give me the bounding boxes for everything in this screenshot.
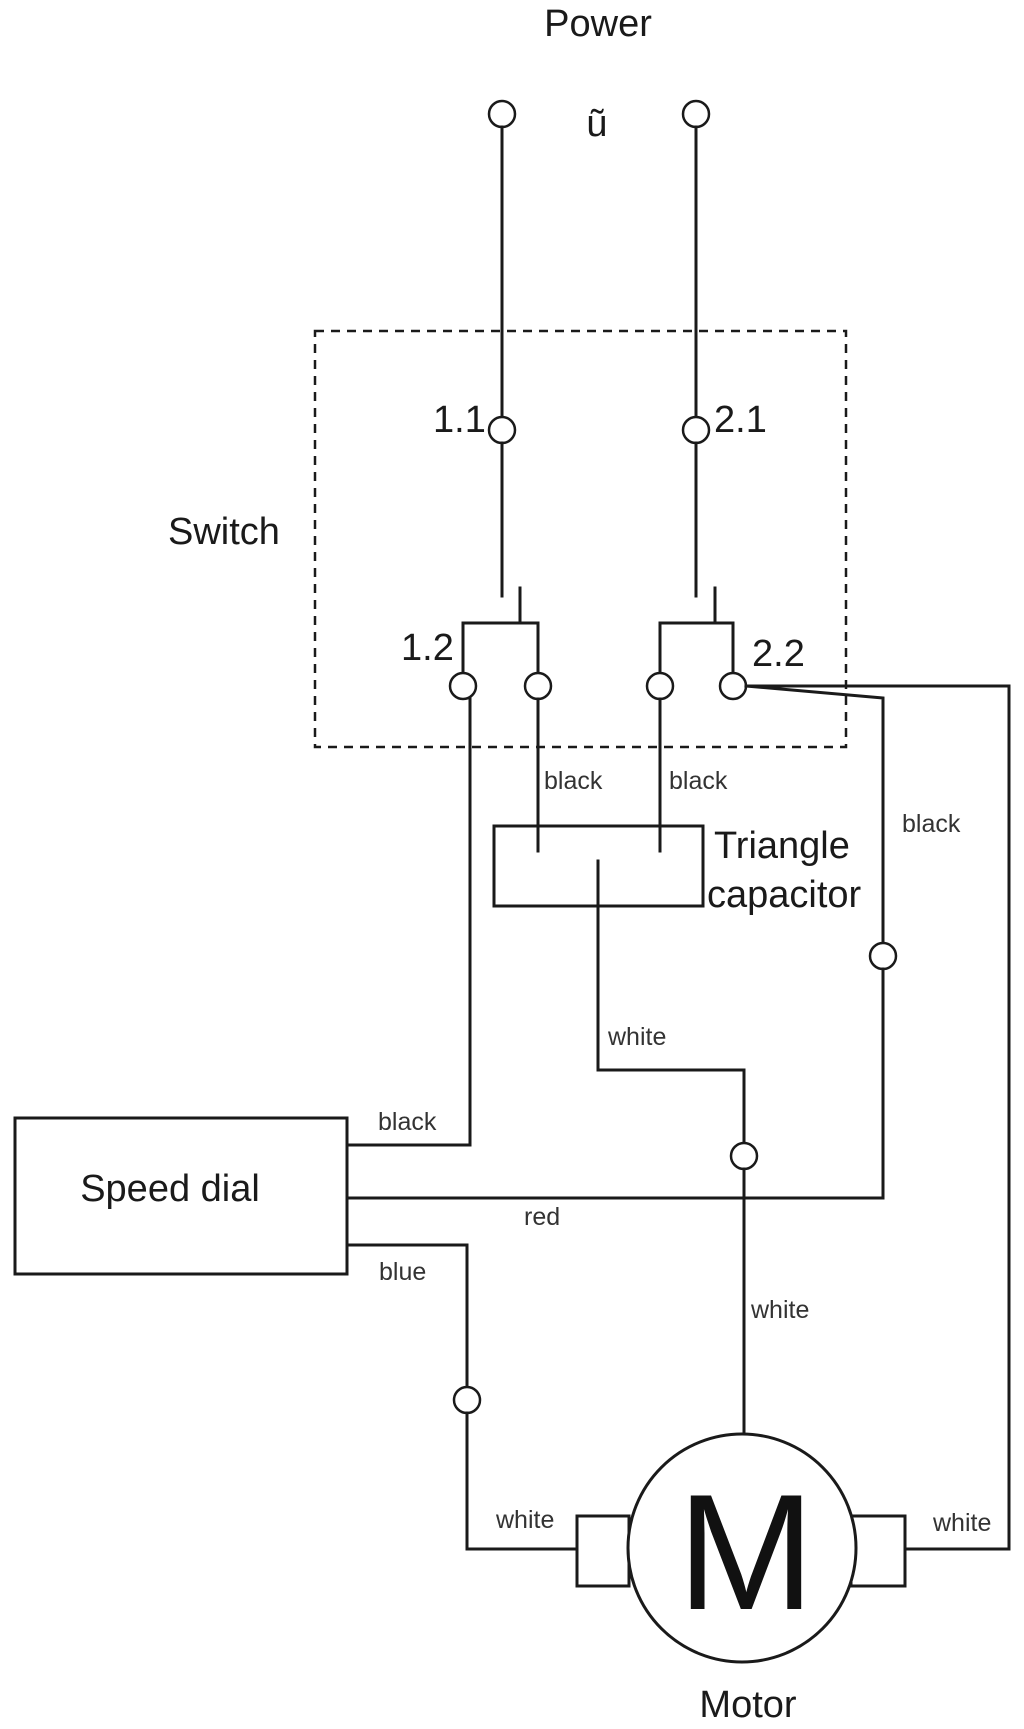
wire-label-dial-blue: blue	[379, 1258, 426, 1286]
terminal-2-3	[645, 671, 675, 701]
terminal-2-2	[718, 671, 748, 701]
wire-red	[345, 967, 885, 1200]
terminal-1-1-label: 1.1	[433, 399, 486, 441]
terminal-1-2-label: 1.2	[401, 627, 454, 669]
motor-letter: M	[677, 1460, 814, 1644]
terminal-1-2	[448, 671, 478, 701]
switch-bridge-1	[461, 621, 540, 676]
ac-symbol: ũ	[586, 103, 607, 145]
wire-label-dial-black: black	[378, 1108, 437, 1136]
connector-blue	[452, 1385, 482, 1415]
motor-brush-left	[575, 1514, 631, 1588]
motor-label: Motor	[699, 1684, 796, 1726]
power-terminal-left	[487, 99, 517, 129]
wire-dial-black	[345, 697, 472, 1147]
speed-dial	[13, 1116, 349, 1276]
wire-cap-to-motor	[596, 859, 746, 1146]
wire-2-2-down	[744, 684, 885, 946]
motor-brush-right	[849, 1514, 907, 1588]
terminal-1-3	[523, 671, 553, 701]
speed-dial-label: Speed dial	[80, 1168, 260, 1210]
wire-label-red: red	[524, 1203, 560, 1231]
wire-motor-left	[465, 1411, 579, 1551]
power-label: Power	[544, 3, 652, 45]
switch-bridge-2	[658, 621, 735, 676]
terminal-2-1	[681, 415, 711, 445]
motor	[626, 1432, 858, 1664]
capacitor-label-line2: capacitor	[707, 874, 862, 916]
terminal-1-1	[487, 415, 517, 445]
wire-label-motor-top: white	[750, 1296, 809, 1324]
switch-label: Switch	[168, 511, 280, 553]
wire-2-2-to-motor-right	[744, 684, 1011, 1551]
wire-label-cap-right: black	[669, 767, 728, 795]
terminal-2-1-label: 2.1	[714, 399, 767, 441]
wire-label-motor-left: white	[495, 1506, 554, 1534]
wire-label-cap-left: black	[544, 767, 603, 795]
capacitor-label-line1: Triangle	[714, 825, 850, 867]
switch-enclosure	[313, 329, 848, 749]
terminal-2-2-label: 2.2	[752, 633, 805, 675]
connector-red	[868, 941, 898, 971]
power-terminal-right	[681, 99, 711, 129]
wire-label-cap-to-motor: white	[607, 1023, 666, 1051]
wire-label-2-2-down: black	[902, 810, 961, 838]
wire-dial-blue	[345, 1243, 469, 1389]
wire-label-motor-right: white	[932, 1509, 991, 1537]
connector-white-top	[729, 1141, 759, 1171]
